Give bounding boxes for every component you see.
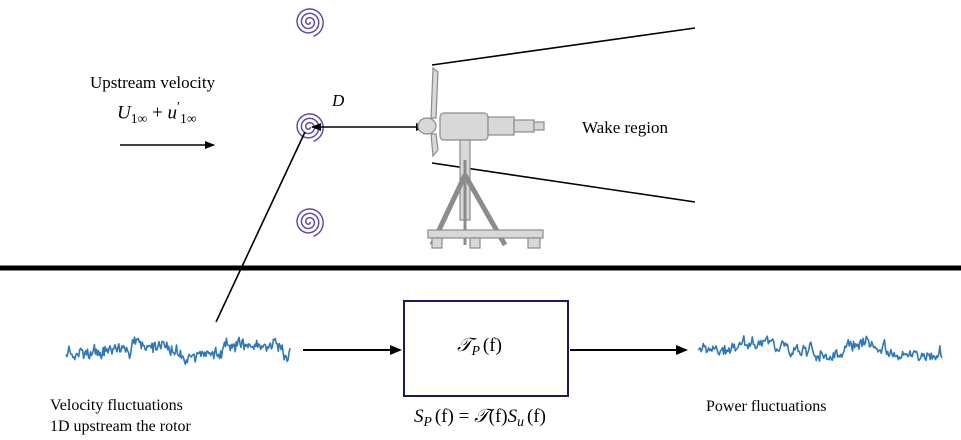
vortex-middle (296, 113, 324, 142)
probe-connector-line (215, 131, 306, 323)
velocity-fluctuation-signal (65, 336, 291, 366)
velocity-fluctuations-label: Velocity fluctuations (50, 397, 183, 414)
upstream-velocity-label: Upstream velocity (90, 73, 216, 92)
diameter-label: D (332, 91, 345, 110)
power-fluctuation-signal (697, 335, 943, 363)
power-spectrum-equation: SP(f) = 𝒯(f)Su(f) (414, 406, 546, 430)
velocity-fluctuations-sublabel: 1D upstream the rotor (50, 418, 191, 435)
transfer-function-label: 𝒯P(f) (457, 335, 502, 359)
upstream-velocity-formula: U1∞ + u′1∞ (117, 99, 197, 126)
vortex-bottom (296, 208, 324, 237)
wake-upper-line (431, 27, 696, 66)
wake-region-label: Wake region (582, 118, 668, 137)
wake-lower-line (431, 162, 696, 203)
vortex-top (296, 8, 324, 37)
power-fluctuations-label: Power fluctuations (706, 398, 827, 415)
wind-turbine-illustration (417, 66, 545, 249)
transfer-function-box (403, 300, 569, 397)
